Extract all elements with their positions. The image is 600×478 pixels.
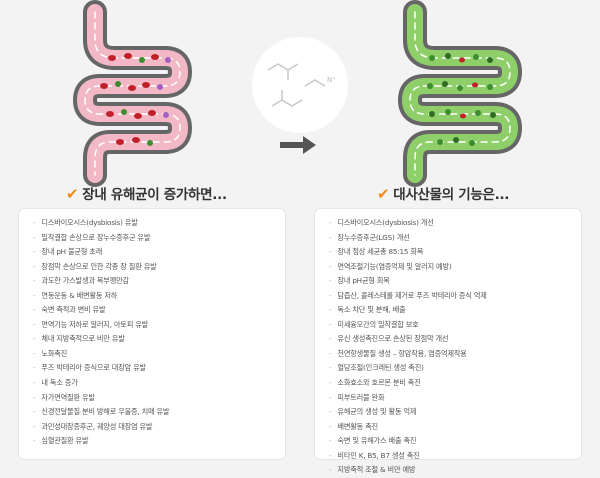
list-item: 유신 생성촉진으로 손상된 장점막 개선 [329,332,581,347]
list-item: 숙변 축적과 변비 유발 [33,303,285,318]
list-item: 장내 pH균형 회복 [329,274,581,289]
list-item: 밀착결합 손상으로 장누수증후군 유발 [33,231,285,246]
metabolite-molecule-icon: N⁺ [252,37,348,133]
list-item: 담즙산, 콜레스테롤 제거로 푸즈 박테리아 증식 억제 [329,289,581,304]
list-item: 미세융모간의 밀착결합 보호 [329,318,581,333]
check-icon: ✔ [66,185,79,203]
list-item: 장내 정상 세균총 85:15 회복 [329,245,581,260]
left-effects-panel: 디스바이오시스(dysbiosis) 유발 밀착결합 손상으로 장누수증후군 유… [18,208,286,460]
left-heading-text: 장내 유해균이 증가하면... [82,187,227,203]
list-item: 피부트러블 완화 [329,391,581,406]
list-item: 장누수증후군(LGS) 개선 [329,231,581,246]
list-item: 체내 지방축적으로 비만 유발 [33,332,285,347]
list-item: 장내 pH 불균형 초래 [33,245,285,260]
list-item: 혈당조절(인크레틴 생성 촉진) [329,361,581,376]
list-item: 디스바이오시스(dysbiosis) 개선 [329,216,581,231]
list-item: 심혈관질환 유발 [33,434,285,449]
list-item: 지방축적 조절 & 비만 예방 [329,463,581,478]
right-heading: ✔대사산물의 기능은... [377,183,509,203]
right-functions-panel: 디스바이오시스(dysbiosis) 개선 장누수증후군(LGS) 개선 장내 … [314,208,582,474]
molecule-label: N⁺ [327,76,336,84]
list-item: 디스바이오시스(dysbiosis) 유발 [33,216,285,231]
list-item: 배변활동 촉진 [329,420,581,435]
list-item: 면역조절기능(염증억제 및 알러지 예방) [329,260,581,275]
list-item: 신경전달물질 분비 방해로 우울증, 치매 유발 [33,405,285,420]
right-heading-text: 대사산물의 기능은... [393,187,510,203]
list-item: 과민성대장증후군, 궤양성 대장염 유발 [33,420,285,435]
left-effects-list: 디스바이오시스(dysbiosis) 유발 밀착결합 손상으로 장누수증후군 유… [33,216,285,449]
list-item: 유해균의 생성 및 활동 억제 [329,405,581,420]
list-item: 과도한 가스발생과 복부팽만감 [33,274,285,289]
list-item: 노화촉진 [33,347,285,362]
list-item: 푸즈 박테리아 증식으로 대장암 유발 [33,361,285,376]
bacteria-bad-icon [100,53,171,146]
list-item: 장점막 손상으로 인한 각종 장 질환 유발 [33,260,285,275]
bacteria-good-icon [427,53,496,146]
list-item: 면역기능 저하로 알러지, 아토피 유발 [33,318,285,333]
list-item: 독소 차단 및 분해, 배출 [329,303,581,318]
list-item: 연동운동 & 배변활동 저하 [33,289,285,304]
intestine-unhealthy-icon [73,0,192,187]
check-icon: ✔ [377,185,390,203]
arrow-right-icon [280,136,316,154]
list-item: 비타민 K, B5, B7 생성 촉진 [329,449,581,464]
list-item: 소화효소와 호르몬 분비 촉진 [329,376,581,391]
list-item: 자가면역질환 유발 [33,391,285,406]
list-item: 내 독소 증가 [33,376,285,391]
right-functions-list: 디스바이오시스(dysbiosis) 개선 장누수증후군(LGS) 개선 장내 … [329,216,581,478]
left-heading: ✔장내 유해균이 증가하면... [66,183,227,203]
illustration: N⁺ [73,0,522,187]
intestine-healthy-icon [398,0,522,187]
list-item: 천연항생물질 생성 – 항암작용, 염증억제작용 [329,347,581,362]
list-item: 숙변 및 유해가스 배출 촉진 [329,434,581,449]
